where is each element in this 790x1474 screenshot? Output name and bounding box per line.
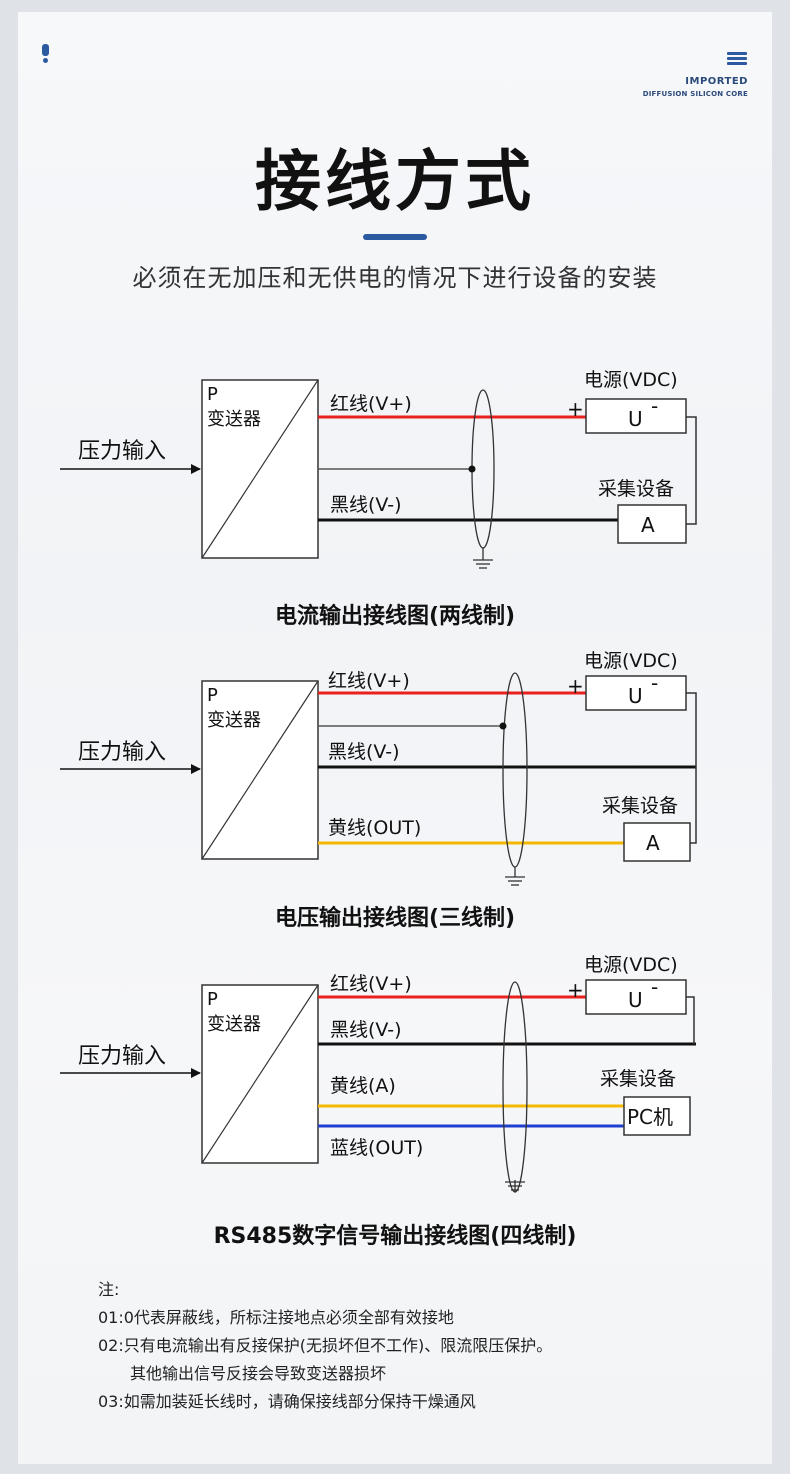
diagram-caption: RS485数字信号输出接线图(四线制) (213, 1224, 577, 1249)
diagram-caption: 电压输出接线图(三线制) (274, 906, 516, 931)
ammeter-box (623, 822, 691, 862)
note-item: 01:0代表屏蔽线，所标注接地点必须全部有效接地 (98, 1308, 454, 1327)
brand-line-1: IMPORTED (685, 76, 748, 87)
svg-text:-: - (651, 671, 658, 695)
wire-label: 黄线(A) (330, 1075, 396, 1097)
wire-label: 红线(V+) (328, 670, 410, 692)
exclamation-icon (42, 44, 49, 64)
p-label: P (207, 384, 218, 405)
power-supply-label: 电源(VDC) (584, 954, 678, 976)
pressure-input-label: 压力输入 (78, 1044, 166, 1069)
svg-text:-: - (651, 975, 658, 999)
wire-label: 黑线(V-) (328, 741, 400, 763)
wire-label: 红线(V+) (330, 393, 412, 415)
wire-label: 黑线(V-) (330, 1019, 402, 1041)
acquisition-label: 采集设备 (598, 478, 674, 500)
transmitter-label: 变送器 (207, 710, 261, 731)
svg-text:U: U (628, 988, 643, 1012)
svg-text:+: + (567, 674, 584, 698)
acquisition-label: 采集设备 (600, 1068, 676, 1090)
power-box (585, 979, 687, 1015)
svg-text:U: U (628, 407, 643, 431)
title-divider (363, 234, 427, 240)
wire-label: 黑线(V-) (330, 494, 402, 516)
page-title: 接线方式 (255, 143, 535, 220)
power-box (585, 398, 687, 434)
transmitter-label: 变送器 (207, 1014, 261, 1035)
page-background (18, 12, 772, 1464)
power-supply-label: 电源(VDC) (584, 650, 678, 672)
svg-text:PC机: PC机 (627, 1105, 673, 1129)
svg-text:+: + (567, 978, 584, 1002)
svg-text:-: - (651, 394, 658, 418)
note-item: 其他输出信号反接会导致变送器损坏 (130, 1364, 387, 1383)
diagram-four-wire: P 变送器 压力输入 红线(V+) 黑线(V-) 黄线(A) 蓝线(OUT) 电… (60, 954, 696, 1193)
svg-text:A: A (646, 831, 660, 855)
power-supply-label: 电源(VDC) (584, 369, 678, 391)
acquisition-label: 采集设备 (602, 795, 678, 817)
page-subtitle: 必须在无加压和无供电的情况下进行设备的安装 (132, 264, 658, 292)
notes-heading: 注: (98, 1280, 120, 1299)
ammeter-box (617, 504, 687, 544)
menu-icon[interactable] (727, 52, 747, 66)
svg-text:+: + (567, 397, 584, 421)
pressure-input-label: 压力输入 (78, 439, 166, 464)
notes-section: 注: 01:0代表屏蔽线，所标注接地点必须全部有效接地 02:只有电流输出有反接… (98, 1276, 552, 1416)
svg-text:A: A (641, 513, 655, 537)
transmitter-label: 变送器 (207, 409, 261, 430)
wire-label: 蓝线(OUT) (330, 1137, 423, 1159)
diagram-two-wire: P 变送器 压力输入 红线(V+) 黑线(V-) 电源(VDC) + U - 采… (60, 369, 697, 569)
wire-label: 红线(V+) (330, 973, 412, 995)
wire-label: 黄线(OUT) (328, 817, 421, 839)
diagram-three-wire: P 变送器 压力输入 红线(V+) 黑线(V-) 黄线(OUT) 电源(VDC)… (60, 650, 697, 886)
p-label: P (207, 685, 218, 706)
shield-ellipse (502, 672, 528, 868)
pressure-input-label: 压力输入 (78, 740, 166, 765)
svg-text:U: U (628, 684, 643, 708)
brand-line-2: DIFFUSION SILICON CORE (642, 90, 748, 98)
p-label: P (207, 989, 218, 1010)
shield-ellipse (502, 981, 528, 1193)
pc-box (623, 1096, 691, 1136)
power-box (585, 675, 687, 711)
diagram-caption: 电流输出接线图(两线制) (274, 604, 516, 629)
note-item: 03:如需加装延长线时，请确保接线部分保持干燥通风 (98, 1392, 476, 1411)
note-item: 02:只有电流输出有反接保护(无损坏但不工作)、限流限压保护。 (98, 1336, 553, 1355)
